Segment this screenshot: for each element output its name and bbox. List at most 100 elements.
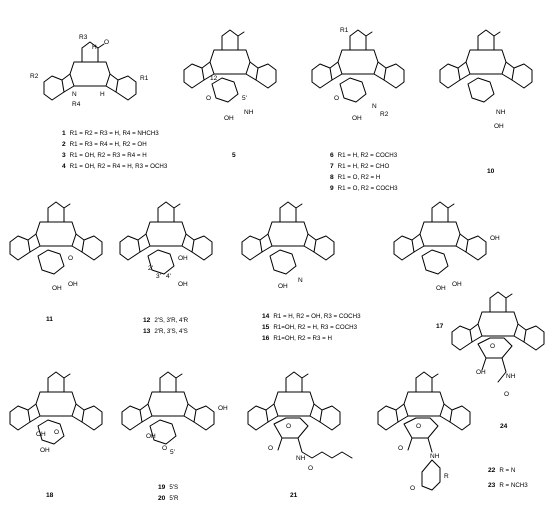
ome-o: O [268,445,273,452]
num-15: 15 [262,324,270,331]
label-2-prime: 2' [148,265,153,272]
sugar-oh: OH [352,115,362,122]
text-15: R1=OH, R2 = H, R3 = COCH3 [273,324,357,331]
svg-text:2R1 = R3 = R4 = H, R2 = OH: 2 R1 = R3 = R4 = H, R2 = OH [62,141,147,148]
bridge-o: O [416,423,421,430]
structure-22-23: O O NH R O [377,371,471,492]
num-4: 4 [62,163,66,170]
r2-label: R2 [380,111,389,118]
text-8: R1 = O, R2 = H [338,174,381,181]
num-1: 1 [62,130,66,137]
text-16: R1=OH, R2 = R3 = H [273,335,332,342]
svg-text:195'S: 195'S [158,484,178,491]
oh-label: OH [494,123,504,130]
text-23: R = NCH3 [499,482,528,489]
num-20: 20 [158,495,166,502]
svg-text:4R1 = OH, R2 = R4 = H, R3 = OC: 4 R1 = OH, R2 = R4 = H, R3 = OCH3 [62,163,168,170]
structure-17: OH OH OH [393,201,500,292]
num-12: 12 [143,317,151,324]
bridge-o: O [490,343,495,350]
ome-o: O [398,445,403,452]
svg-text:9R1 = O, R2 = COCH3: 9R1 = O, R2 = COCH3 [330,185,398,192]
text-2: R1 = R3 = R4 = H, R2 = OH [70,141,147,148]
oh-b: OH [178,255,188,262]
num-8: 8 [330,174,334,181]
sugar-n: N [372,103,377,110]
nh: NH [506,373,516,380]
label-compound-17: 17 [436,323,444,330]
nh2-label: NH [496,109,506,116]
label-5-prime: 5' [170,449,175,456]
structure-12-13: 2' 3' 4' OH OH [119,201,213,288]
ar-oh: OH [490,235,500,242]
r-label: R [444,473,449,480]
nh: NH [430,453,440,460]
text-7: R1 = H, R2 = CHO [338,163,390,170]
svg-text:122'S, 3'R, 4'R: 122'S, 3'R, 4'R [143,317,189,324]
num-3: 3 [62,152,66,159]
svg-text:22R = N: 22R = N [488,467,515,474]
oh-a: OH [36,431,46,438]
r2-label: R2 [30,73,39,80]
oh: OH [146,433,156,440]
legend-1-4: 1 R1 = R2 = R3 = H, R4 = NHCH3 2 R1 = R3 =… [62,130,168,170]
oh-a: OH [436,285,446,292]
label-5-prime: 5' [242,95,247,102]
svg-text:8R1 = O, R2 = H: 8 R1 = O, R2 = H [330,174,380,181]
oh-a: OH [52,285,62,292]
text-14: R1 = H, R2 = OH, R3 = COCH3 [273,313,361,320]
structure-19-20: OH OH O 5' [121,371,228,456]
text-4: R1 = OH, R2 = R4 = H, R3 = OCH3 [70,163,168,170]
text-1: R1 = R2 = R3 = H, R4 = NHCH3 [70,130,160,137]
num-14: 14 [262,313,270,320]
structure-11: OH OH O [9,201,103,292]
num-2: 2 [62,141,66,148]
svg-text:23R = NCH3: 23R = NCH3 [488,482,528,489]
num-7: 7 [330,163,334,170]
oh-b: OH [452,281,462,288]
text-3: R1 = OH, R2 = R3 = R4 = H [70,152,147,159]
num-23: 23 [488,482,496,489]
oh: OH [278,283,288,290]
num-22: 22 [488,467,496,474]
label-12: 12 [210,75,218,82]
label-3-prime: 3' [156,273,161,280]
structure-5: 12 O OH 5' NH [183,29,277,122]
structure-1-4: R3 H O R2 R1 N H R4 [30,34,149,108]
sugar-oh: OH [224,115,234,122]
h-label-2: H [100,91,105,98]
label-compound-5: 5 [232,152,236,159]
r3-label: R3 [79,34,88,41]
structure-18: OH OH O [9,371,103,454]
oh-a: OH [178,281,188,288]
text-13: 2'R, 3'S, 4'S [154,328,187,335]
o-label: O [104,39,109,46]
ring-o: O [54,429,59,436]
ome-o: O [68,255,73,262]
oh-b: OH [40,447,50,454]
svg-text:7R1 = H, R2 = CHO: 7 R1 = H, R2 = CHO [330,163,389,170]
ar-oh: OH [218,405,228,412]
num-13: 13 [143,328,151,335]
r1-label: R1 [140,75,149,82]
structure-6-9: R1 O OH N R2 [311,27,405,122]
label-compound-10: 10 [487,168,495,175]
text-19: 5'S [169,484,178,491]
label-compound-21: 21 [290,492,298,499]
svg-text:205'R: 205'R [158,495,179,502]
bridge-o: O [286,423,291,430]
text-12: 2'S, 3'R, 4'R [154,317,188,324]
sugar-o: O [334,95,339,102]
n: N [298,277,303,284]
oh-b: OH [68,281,78,288]
sugar-o: O [206,95,211,102]
num-16: 16 [262,335,270,342]
